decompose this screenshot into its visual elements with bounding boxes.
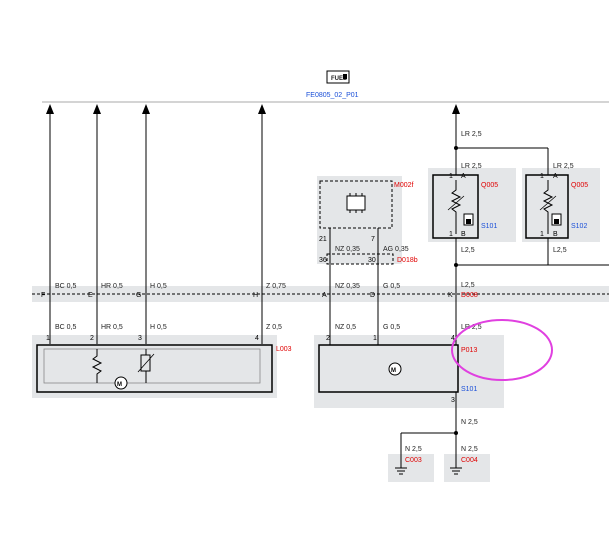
wire-label: L2,5 — [553, 247, 567, 254]
ground-symbol-icon — [395, 467, 407, 475]
motor-icon — [114, 376, 128, 390]
wire-label: N 2,5 — [461, 446, 478, 453]
arrow-wires — [46, 104, 460, 344]
connector-pin-label: F — [41, 292, 45, 299]
wire-label: Z 0,5 — [266, 324, 282, 331]
p013-panel — [314, 335, 504, 408]
pin-label: 21 — [319, 236, 327, 243]
arrow-up-icon — [142, 104, 150, 114]
pin-label: 1 — [46, 335, 50, 342]
pin-label: 2 — [326, 335, 330, 342]
page-ref-link[interactable]: FE0805_02_P01 — [306, 92, 359, 99]
wire-label: G 0,5 — [383, 283, 400, 290]
q005-left-panel — [428, 168, 516, 242]
pin-letter: A — [553, 173, 558, 180]
pin-label: 3 — [451, 397, 455, 404]
component-label[interactable]: Q005 — [571, 182, 588, 189]
wire-label: LR 2,5 — [461, 324, 482, 331]
wire-label: NZ 0,35 — [335, 246, 360, 253]
fuel-badge[interactable]: FUEL — [326, 70, 350, 84]
wire-label: Z 0,75 — [266, 283, 286, 290]
pin-label: 1 — [373, 335, 377, 342]
pin-letter: B — [461, 231, 466, 238]
splice-label[interactable]: S101 — [481, 223, 497, 230]
q005-right-sender[interactable] — [525, 174, 569, 239]
component-label[interactable]: Q005 — [481, 182, 498, 189]
m002f-panel — [317, 176, 402, 264]
motor-icon — [388, 362, 402, 376]
pin-label: 4 — [451, 335, 455, 342]
wire-label: H 0,5 — [150, 283, 167, 290]
connector-pin-label: D — [370, 292, 375, 299]
pin-label: 30 — [368, 257, 376, 264]
arrow-up-icon — [46, 104, 54, 114]
pin-label: 1 — [540, 173, 544, 180]
pin-letter: B — [553, 231, 558, 238]
connector-pin-label: G — [136, 292, 141, 299]
d018b-connector[interactable] — [326, 253, 394, 265]
pin-letter: A — [461, 173, 466, 180]
wire-label: NZ 0,5 — [335, 324, 356, 331]
wire-label: HR 0,5 — [101, 324, 123, 331]
pin-label: 7 — [371, 236, 375, 243]
pin-label: 1 — [449, 231, 453, 238]
m002f-module[interactable] — [319, 180, 393, 229]
wire-label: LR 2,5 — [461, 131, 482, 138]
wire-label: LR 2,5 — [553, 163, 574, 170]
component-label[interactable]: P013 — [461, 347, 477, 354]
p013-pump[interactable]: M — [318, 344, 459, 393]
splice-label[interactable]: S102 — [571, 223, 587, 230]
q005-right-panel — [522, 168, 600, 242]
component-label[interactable]: C004 — [461, 457, 478, 464]
pin-label: 3 — [138, 335, 142, 342]
svg-text:M: M — [391, 368, 396, 374]
resistor-icon — [91, 349, 103, 383]
arrow-up-icon — [93, 104, 101, 114]
svg-text:M: M — [117, 382, 122, 388]
connector-pin-label: E — [88, 292, 93, 299]
wire-label: HR 0,5 — [101, 283, 123, 290]
wire-label: L2,5 — [461, 247, 475, 254]
wire-label: BC 0,5 — [55, 283, 77, 290]
wire-label: G 0,5 — [383, 324, 400, 331]
pin-label: 2 — [90, 335, 94, 342]
ground-symbol-icon — [450, 467, 462, 475]
pin-label: 4 — [255, 335, 259, 342]
connector-row-band — [32, 286, 609, 302]
wire-label: NZ 0,35 — [335, 283, 360, 290]
highlight-ellipse — [451, 319, 553, 381]
wire-label: N 2,5 — [405, 446, 422, 453]
fuel-pump-icon — [343, 74, 347, 79]
ground-wiring — [400, 392, 458, 468]
component-label[interactable]: M002f — [394, 182, 414, 189]
component-label[interactable]: D018b — [397, 257, 418, 264]
lr-branch — [454, 146, 609, 345]
q005-left-sender[interactable] — [432, 174, 479, 239]
connector-row-pins: F E G H A D K — [41, 292, 453, 299]
connector-pin-label: A — [322, 292, 327, 299]
arrow-up-icon — [258, 104, 266, 114]
component-label[interactable]: C003 — [405, 457, 422, 464]
pin-label: 36 — [319, 257, 327, 264]
arrow-up-icon — [452, 104, 460, 114]
wire-label: L2,5 — [461, 282, 475, 289]
fuel-badge-label: FUEL — [331, 76, 347, 82]
pin-label: 1 — [449, 173, 453, 180]
wire-label: LR 2,5 — [461, 163, 482, 170]
wire-label: H 0,5 — [150, 324, 167, 331]
component-label[interactable]: L003 — [276, 346, 292, 353]
pin-label: 1 — [540, 231, 544, 238]
ecu-chip-icon — [346, 195, 366, 211]
connector-pin-label: H — [253, 292, 258, 299]
wire-label: N 2,5 — [461, 419, 478, 426]
connector-pin-label: K — [448, 292, 453, 299]
wire-label: BC 0,5 — [55, 324, 77, 331]
component-label[interactable]: D008 — [461, 292, 478, 299]
splice-label[interactable]: S101 — [461, 386, 477, 393]
l003-component[interactable]: M — [36, 344, 273, 393]
wire-label: AG 0,35 — [383, 246, 409, 253]
